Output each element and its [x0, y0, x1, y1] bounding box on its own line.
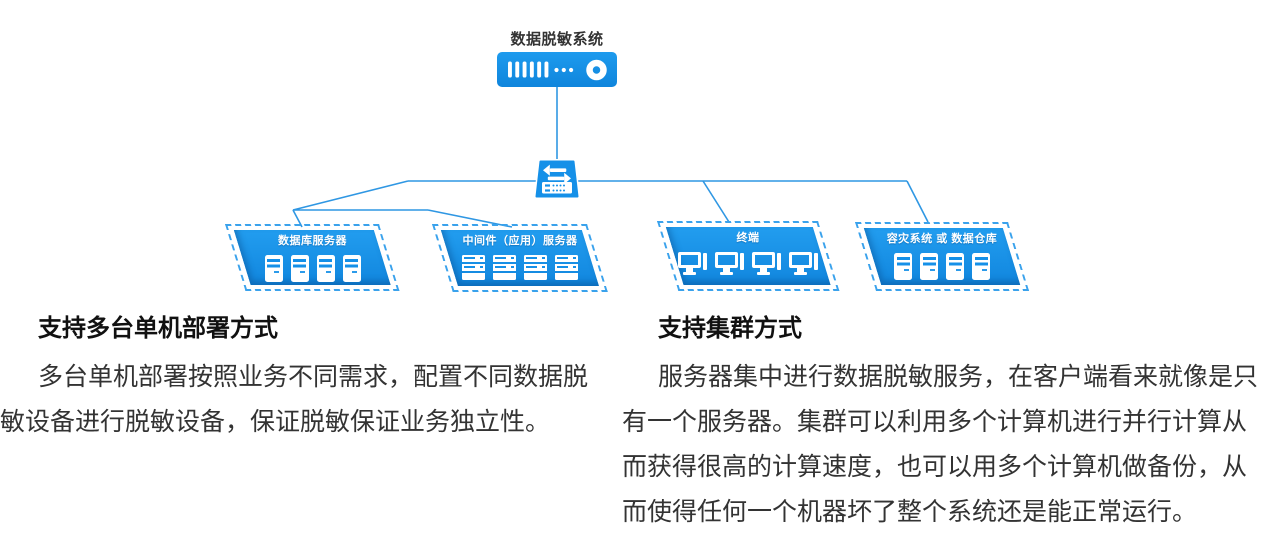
section-heading: 支持集群方式	[658, 315, 802, 342]
section-standalone-deployment: 支持多台单机部署方式 多台单机部署按照业务不同需求，配置不同数据脱 敏设备进行脱…	[0, 312, 614, 445]
group-title: 终端	[736, 232, 760, 244]
switch-icon	[534, 159, 580, 199]
tower-server-icon	[894, 253, 912, 280]
rack-server-icon	[555, 255, 578, 280]
rack-server-icon	[462, 255, 485, 280]
group-icons	[667, 252, 829, 276]
group-icons	[235, 255, 390, 282]
connection-lines	[292, 87, 929, 228]
rack-server-icon	[524, 255, 547, 280]
root-device-label: 数据脱敏系统	[510, 31, 604, 48]
tower-server-icon	[316, 255, 335, 282]
tower-server-icon	[920, 253, 938, 280]
group-icons	[442, 255, 598, 280]
group-terminals: 终端	[657, 221, 840, 291]
monitor-icon	[678, 252, 707, 276]
section-body: 服务器集中进行数据脱敏服务，在客户端看来就像是只 有一个服务器。集群可以利用多个…	[622, 363, 1259, 526]
group-icons	[865, 253, 1019, 280]
group-disaster-recovery: 容灾系统 或 数据仓库	[855, 222, 1030, 291]
tower-server-icon	[342, 255, 361, 282]
tower-server-icon	[264, 255, 283, 282]
monitor-icon	[715, 252, 744, 276]
section-cluster-mode: 支持集群方式 服务器集中进行数据脱敏服务，在客户端看来就像是只 有一个服务器。集…	[622, 312, 1270, 535]
tower-server-icon	[946, 253, 964, 280]
group-database-servers: 数据库服务器	[225, 224, 400, 291]
group-title: 中间件（应用）服务器	[462, 235, 578, 247]
tower-server-icon	[290, 255, 309, 282]
section-body: 多台单机部署按照业务不同需求，配置不同数据脱 敏设备进行脱敏设备，保证脱敏保证业…	[0, 363, 589, 436]
monitor-icon	[789, 252, 818, 276]
data-masking-appliance-icon	[497, 52, 617, 87]
group-title: 容灾系统 或 数据仓库	[886, 233, 998, 245]
group-title: 数据库服务器	[278, 235, 347, 247]
tower-server-icon	[972, 253, 990, 280]
rack-server-icon	[493, 255, 516, 280]
group-middleware-servers: 中间件（应用）服务器	[432, 224, 608, 292]
section-heading: 支持多台单机部署方式	[38, 315, 278, 342]
monitor-icon	[752, 252, 781, 276]
